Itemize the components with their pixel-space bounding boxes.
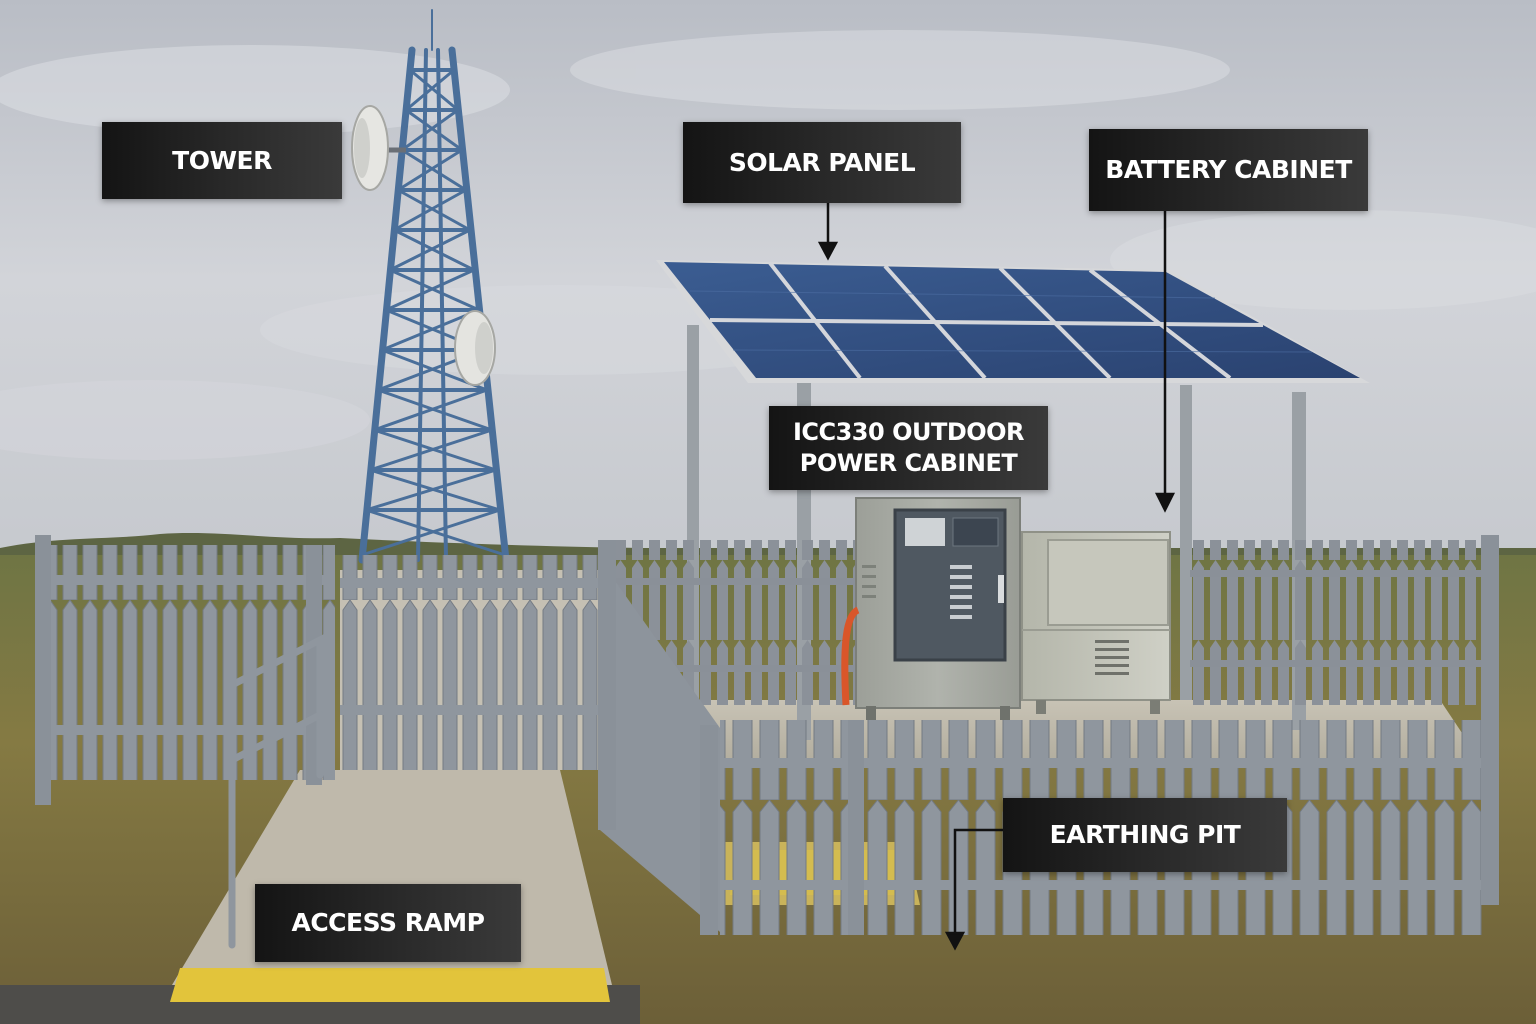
callout-arrows — [817, 203, 1176, 951]
fence-icon — [35, 535, 600, 805]
tower-icon — [358, 9, 510, 564]
ramp-safety-stripe — [170, 968, 610, 1002]
fence-back-right — [1190, 540, 1490, 705]
battery-cabinet-label: BATTERY CABINET — [1089, 129, 1368, 211]
solar-panel-icon — [656, 260, 1370, 383]
power-cabinet-icon — [841, 497, 1021, 720]
ramp-handrail — [228, 634, 324, 949]
tower-label: TOWER — [102, 122, 342, 199]
access-ramp-label: ACCESS RAMP — [255, 884, 521, 962]
clouds — [0, 30, 1536, 460]
solar-panel-label: SOLAR PANEL — [683, 122, 961, 203]
battery-cabinet-icon — [1021, 531, 1171, 714]
power-cabinet-label: ICC330 OUTDOOR POWER CABINET — [769, 406, 1048, 490]
dish-antenna-icon — [351, 105, 406, 191]
fence-front — [598, 535, 1499, 935]
earthing-pit-label: EARTHING PIT — [1003, 798, 1287, 872]
dish-antenna-icon — [454, 310, 496, 386]
